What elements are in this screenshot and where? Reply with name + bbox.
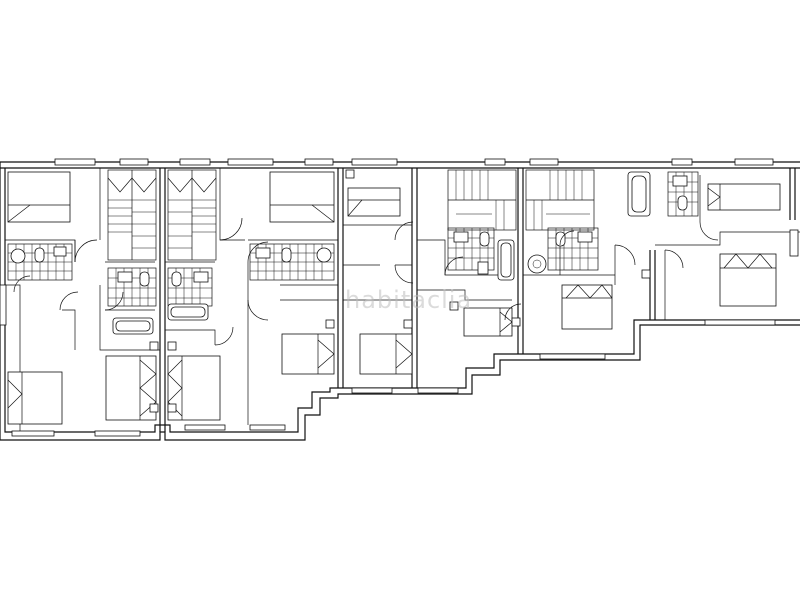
bed-unit2-top [269,171,335,223]
bathroom-unit6 [627,171,699,217]
structural-columns [149,169,651,413]
beds [7,171,781,425]
bathroom-unit2b [249,243,335,281]
bed-unit1-bottom [7,371,63,425]
staircase-right [167,169,217,261]
bathroom-unit5 [527,227,599,274]
door-swings [13,217,719,346]
bed-unit1-top [7,171,71,223]
staircase-left [107,169,157,261]
bed-unit2-bottom [281,333,335,375]
bathroom-unit1b [107,267,157,335]
staircase-unit5 [525,169,595,231]
bed-unit6-top [707,183,781,211]
bathroom-unit2a [167,267,213,321]
bed-unit2-double [167,355,221,421]
bed-unit1-double [105,355,157,421]
bed-unit5-double [561,284,613,330]
staircase-unit4 [447,169,517,231]
bathroom-tile-grids [7,171,699,335]
bed-unit6-double [719,253,777,307]
bed-unit3-bottom [359,333,413,375]
bed-unit3-top [347,187,401,217]
bed-unit4 [463,307,513,337]
bathroom-unit1a [7,243,73,281]
bathroom-unit4 [447,227,515,281]
windows [0,158,799,437]
